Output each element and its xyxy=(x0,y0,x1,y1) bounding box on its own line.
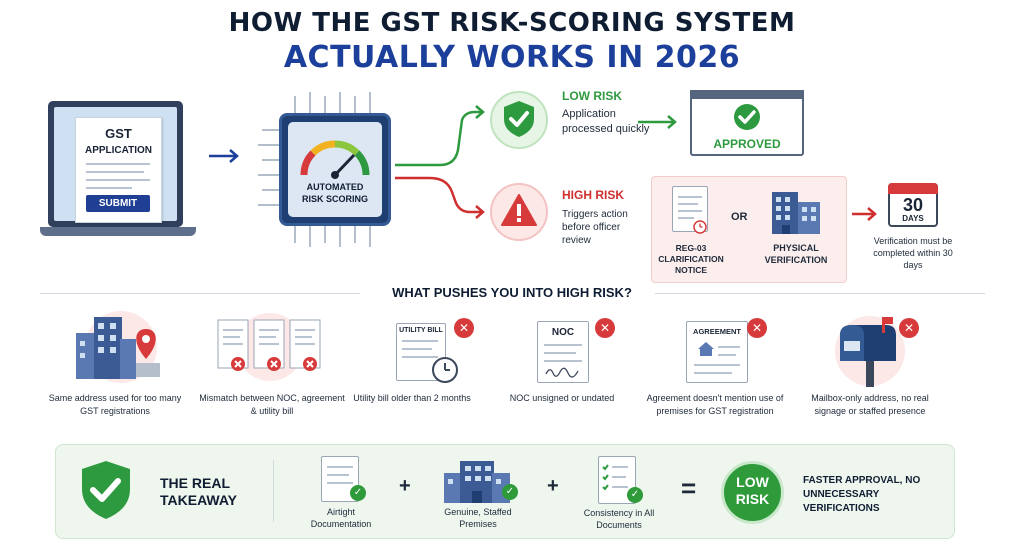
form-line xyxy=(86,171,144,173)
laptop-base xyxy=(40,227,196,236)
submit-button[interactable]: SUBMIT xyxy=(86,195,150,212)
causes-title: WHAT PUSHES YOU INTO HIGH RISK? xyxy=(392,285,632,300)
gauge-icon xyxy=(300,140,370,179)
cause-noc-unsigned: NOC unsigned or undated xyxy=(509,393,615,403)
red-x-icon: ✕ xyxy=(454,318,474,338)
cause-old-utility-bill: Utility bill older than 2 months xyxy=(353,393,471,403)
check-circle-icon xyxy=(734,104,760,130)
application-subheading: APPLICATION xyxy=(84,145,153,156)
utility-bill-doc-label: UTILITY BILL xyxy=(399,327,443,334)
doc-line xyxy=(327,466,353,468)
high-risk-circle xyxy=(490,183,548,241)
takeaway-consistency: Consistency in All Documents xyxy=(583,508,655,530)
scoring-label: AUTOMATED RISK SCORING xyxy=(288,181,382,205)
doc-line xyxy=(402,356,438,358)
scoring-label-line1: AUTOMATED xyxy=(306,182,364,192)
red-x-icon: ✕ xyxy=(899,318,919,338)
mismatch-documents-icon xyxy=(217,313,321,381)
doc-line xyxy=(678,196,702,198)
equals-sign: = xyxy=(681,473,697,503)
doc-line xyxy=(327,482,353,484)
clock-icon xyxy=(432,357,458,383)
clock-icon xyxy=(693,220,707,234)
agreement-doc-label: AGREEMENT xyxy=(693,327,741,336)
high-risk-label: HIGH RISK xyxy=(562,188,625,202)
doc-line xyxy=(544,360,582,362)
doc-line xyxy=(718,346,740,348)
address-building-icon xyxy=(76,311,160,383)
house-icon xyxy=(698,342,714,356)
cause-mailbox-address: Mailbox-only address, no real signage or… xyxy=(811,393,929,416)
doc-line xyxy=(694,364,740,366)
arrow-to-deadline xyxy=(852,207,877,221)
doc-line xyxy=(678,203,698,205)
approved-window-bar xyxy=(690,90,804,99)
doc-line xyxy=(402,348,432,350)
title-line-1: HOW THE GST RISK-SCORING SYSTEM xyxy=(228,8,796,38)
form-line xyxy=(86,187,132,189)
doc-line xyxy=(678,210,702,212)
clarification-notice-label: REG-03 CLARIFICATION NOTICE xyxy=(658,243,724,275)
arrow-to-high-risk xyxy=(395,176,485,219)
high-risk-description: Triggers action before officer review xyxy=(562,209,628,246)
cause-document-mismatch: Mismatch between NOC, agreement & utilit… xyxy=(199,393,345,416)
doc-line xyxy=(544,344,582,346)
plus-sign: + xyxy=(399,475,411,497)
takeaway-premises: Genuine, Staffed Premises xyxy=(444,507,512,529)
arrow-to-low-risk xyxy=(395,105,485,167)
office-building-icon xyxy=(772,192,820,234)
calendar-days-label: DAYS xyxy=(902,214,924,223)
low-risk-result: LOW RISK xyxy=(735,474,770,507)
cause-shared-address: Same address used for too many GST regis… xyxy=(48,393,182,416)
red-x-icon: ✕ xyxy=(595,318,615,338)
form-line xyxy=(86,163,150,165)
takeaway-documentation: Airtight Documentation xyxy=(310,507,372,529)
doc-line xyxy=(694,372,732,374)
warning-icon xyxy=(501,194,537,226)
doc-line xyxy=(327,474,349,476)
notice-document-icon xyxy=(672,186,708,232)
form-line xyxy=(86,179,150,181)
verification-deadline: Verification must be completed within 30… xyxy=(873,236,953,270)
low-risk-label: LOW RISK xyxy=(562,89,622,103)
plus-sign: + xyxy=(547,475,559,497)
application-heading: GST xyxy=(105,126,132,141)
mailbox-icon xyxy=(835,316,905,387)
checklist-marks xyxy=(602,464,628,491)
or-label: OR xyxy=(731,211,748,223)
divider-right xyxy=(655,293,985,294)
signature-icon xyxy=(545,367,579,378)
calendar-header xyxy=(888,183,938,194)
noc-doc-label: NOC xyxy=(551,327,575,338)
arrow-to-scoring xyxy=(209,149,239,163)
red-x-icon: ✕ xyxy=(747,318,767,338)
green-check-icon: ✓ xyxy=(350,485,366,501)
doc-line xyxy=(544,352,576,354)
shield-check-icon xyxy=(504,101,534,137)
doc-line xyxy=(678,217,694,219)
divider-left xyxy=(40,293,360,294)
checklist-icon xyxy=(598,456,636,504)
shield-check-icon xyxy=(82,461,130,519)
doc-line xyxy=(718,354,736,356)
scoring-label-line2: RISK SCORING xyxy=(301,194,368,204)
doc-line xyxy=(402,340,438,342)
takeaway-title: THE REAL TAKEAWAY xyxy=(160,475,238,508)
chip-pins xyxy=(258,92,371,247)
green-check-icon: ✓ xyxy=(627,487,643,503)
arrow-to-approved xyxy=(638,115,677,129)
low-risk-badge xyxy=(721,461,784,524)
title-line-2: ACTUALLY WORKS IN 2026 xyxy=(283,40,741,75)
approved-label: APPROVED xyxy=(713,137,781,151)
low-risk-description: Application processed quickly xyxy=(562,108,650,135)
green-check-icon: ✓ xyxy=(502,484,518,500)
cause-agreement-premises: Agreement doesn't mention use of premise… xyxy=(646,393,784,416)
takeaway-divider xyxy=(273,460,274,522)
takeaway-outcome: FASTER APPROVAL, NO UNNECESSARY VERIFICA… xyxy=(803,475,921,514)
physical-verification-label: PHYSICAL VERIFICATION xyxy=(764,243,828,265)
calendar-days-number: 30 xyxy=(902,195,924,215)
